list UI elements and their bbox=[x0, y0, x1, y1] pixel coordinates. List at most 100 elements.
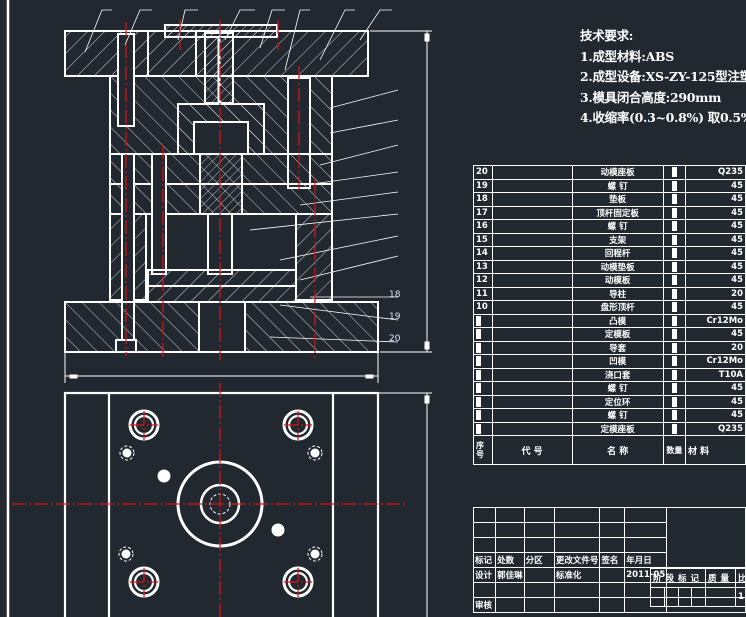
bom-code bbox=[491, 354, 573, 369]
placeholder-block bbox=[671, 315, 677, 326]
placeholder-block bbox=[476, 410, 481, 420]
bom-qty bbox=[662, 286, 687, 301]
height-dimension bbox=[370, 30, 432, 353]
tb-cell: 分区 bbox=[523, 552, 555, 568]
tb-cell: 审核 bbox=[472, 597, 497, 613]
bom-name: 凹模 bbox=[571, 354, 664, 369]
tb-cell bbox=[599, 567, 626, 583]
part-label-20: 20 bbox=[389, 334, 401, 344]
bom-name: 螺 钉 bbox=[571, 219, 664, 234]
bom-name: 导柱 bbox=[571, 286, 664, 301]
centerlines-section bbox=[125, 20, 316, 360]
plan-view bbox=[63, 391, 380, 617]
requirement-item: 4.收缩率(0.3~0.8%) 取0.5% bbox=[580, 110, 746, 125]
placeholder-block bbox=[671, 261, 677, 272]
leader-lines-top bbox=[84, 9, 392, 71]
header-code: 代 号 bbox=[491, 435, 573, 465]
bom-no bbox=[473, 408, 493, 423]
bom-no bbox=[473, 327, 493, 342]
bom-code bbox=[491, 381, 573, 396]
bom-material: 45 bbox=[685, 219, 746, 234]
placeholder-block bbox=[671, 342, 677, 353]
bom-code bbox=[491, 421, 573, 436]
bom-code bbox=[491, 165, 573, 180]
bom-name: 回程杆 bbox=[571, 246, 664, 261]
bom-header-row: 序号 代 号 名 称 数量 材 料 bbox=[473, 435, 746, 465]
tb-cell: 签名 bbox=[599, 552, 626, 568]
placeholder-block bbox=[671, 329, 677, 339]
bom-qty bbox=[662, 408, 687, 423]
bom-code bbox=[491, 313, 573, 328]
bom-name: 动模垫板 bbox=[571, 259, 664, 274]
bom-qty bbox=[662, 381, 687, 396]
bom-no: 19 bbox=[473, 178, 493, 193]
bom-qty bbox=[662, 354, 687, 369]
bom-material: 45 bbox=[685, 205, 746, 220]
bom-code bbox=[491, 327, 573, 342]
bom-material: Q235 bbox=[685, 165, 746, 180]
bom-material: 45 bbox=[685, 192, 746, 207]
bom-material: 45 bbox=[685, 178, 746, 193]
bom-name: 凸模 bbox=[571, 313, 664, 328]
section-view bbox=[64, 24, 379, 353]
plan-outline bbox=[63, 391, 380, 617]
bom-qty bbox=[662, 246, 687, 261]
ejector-retainer-plate bbox=[147, 269, 297, 287]
placeholder-block bbox=[671, 194, 677, 204]
placeholder-block bbox=[671, 221, 677, 231]
bom-qty bbox=[662, 313, 687, 328]
bom-no: 14 bbox=[473, 246, 493, 261]
requirement-item: 1.成型材料:ABS bbox=[580, 48, 674, 64]
bom-name: 螺 钉 bbox=[571, 178, 664, 193]
bom-material: 45 bbox=[685, 273, 746, 288]
fixed-clamp-plate bbox=[64, 30, 149, 77]
width-dimension bbox=[64, 352, 379, 383]
bom-name: 盘形顶杆 bbox=[571, 300, 664, 315]
bom-name: 动模板 bbox=[571, 273, 664, 288]
bom-qty bbox=[662, 300, 687, 315]
bom-row: 19 螺 钉 45 bbox=[473, 178, 746, 193]
bom-qty bbox=[662, 205, 687, 220]
placeholder-block bbox=[671, 356, 677, 366]
bom-code bbox=[491, 408, 573, 423]
bom-qty bbox=[662, 259, 687, 274]
placeholder-block bbox=[671, 167, 677, 177]
bom-name: 浇口套 bbox=[571, 367, 664, 382]
tb-cell: 年月日 bbox=[624, 552, 668, 568]
bom-no bbox=[473, 367, 493, 382]
placeholder-block bbox=[671, 275, 677, 285]
title-block-table: 标记 处数 分区 更改文件号 签名 年月日 设计 郭佳琳 标准化 2011-05… bbox=[472, 507, 746, 613]
bom-no bbox=[473, 421, 493, 436]
bom-qty bbox=[662, 340, 687, 355]
bom-name: 螺 钉 bbox=[571, 381, 664, 396]
bom-no: 17 bbox=[473, 205, 493, 220]
bom-qty bbox=[662, 394, 687, 409]
placeholder-block bbox=[671, 410, 677, 420]
placeholder-block bbox=[476, 329, 481, 339]
bom-code bbox=[491, 232, 573, 247]
bom-no: 18 bbox=[473, 192, 493, 207]
bom-no: 20 bbox=[473, 165, 493, 180]
bom-code bbox=[491, 219, 573, 234]
placeholder-block bbox=[476, 423, 481, 434]
bom-name: 定模板 bbox=[571, 327, 664, 342]
placeholder-block bbox=[671, 207, 677, 218]
bom-qty bbox=[662, 327, 687, 342]
tb-cell bbox=[523, 567, 555, 583]
header-name: 名 称 bbox=[571, 435, 664, 465]
bom-material: 45 bbox=[685, 246, 746, 261]
placeholder-block bbox=[671, 234, 677, 245]
